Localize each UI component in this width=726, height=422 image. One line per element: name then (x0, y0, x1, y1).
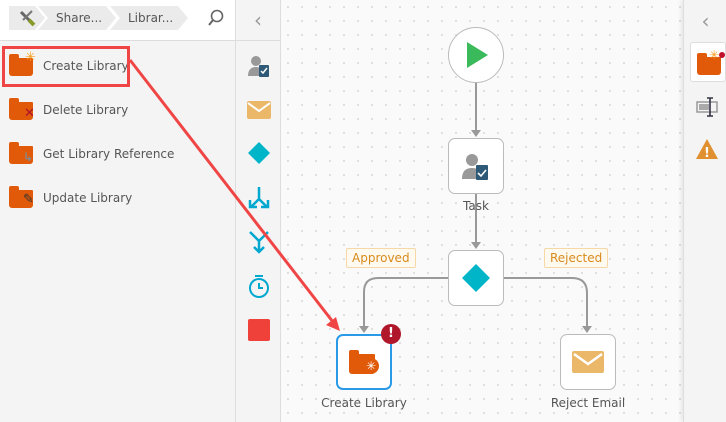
toolbox: ‹ (236, 0, 281, 422)
breadcrumb-item[interactable]: Share... (38, 6, 116, 30)
highlight-box (2, 46, 130, 87)
task-node-label: Task (463, 199, 489, 213)
actions-panel: Share... Librar... ✳ Create Library ✕ De… (0, 0, 236, 422)
branch-approved-label[interactable]: Approved (346, 248, 416, 268)
properties-icon: ✳ (697, 48, 725, 75)
create-library-icon: ✳ (9, 50, 36, 78)
action-delete-library[interactable]: ✕ Delete Library (0, 90, 236, 130)
email-icon (572, 351, 604, 373)
workflow-canvas[interactable]: Task Approved Rejected ✳ ! Create Librar… (281, 0, 683, 422)
breadcrumb: Share... Librar... (0, 0, 235, 41)
search-icon[interactable] (207, 9, 225, 30)
warning-symbol: ! (704, 146, 710, 160)
collapse-left-icon[interactable]: ‹ (236, 0, 280, 41)
warning-icon[interactable]: ! (695, 138, 719, 163)
tools-icon[interactable] (9, 6, 45, 30)
create-library-node-label: Create Library (321, 396, 407, 410)
start-node[interactable] (448, 27, 504, 83)
task-icon[interactable] (247, 54, 271, 78)
create-library-node[interactable]: ✳ (336, 334, 392, 390)
get-library-reference-icon: ↳ (9, 142, 35, 166)
reject-email-node[interactable] (560, 334, 616, 390)
action-label: Create Library (43, 59, 129, 73)
delete-library-icon: ✕ (9, 98, 35, 122)
decision-node[interactable] (448, 250, 504, 306)
task-node[interactable] (448, 138, 504, 194)
merge-icon[interactable] (247, 230, 271, 254)
email-icon[interactable] (247, 98, 271, 122)
stop-icon[interactable] (247, 318, 271, 342)
action-label: Get Library Reference (43, 147, 175, 161)
create-library-icon: ✳ (349, 348, 379, 376)
split-icon[interactable] (247, 186, 271, 210)
branch-rejected-label[interactable]: Rejected (544, 248, 609, 268)
breadcrumb-item[interactable]: Librar... (110, 6, 188, 30)
timer-icon[interactable] (247, 274, 271, 298)
action-label: Delete Library (43, 103, 129, 117)
action-create-library[interactable]: ✳ Create Library (0, 46, 236, 86)
action-update-library[interactable]: ✎ Update Library (0, 178, 236, 218)
right-panel: ‹ ✳ ! (683, 0, 726, 422)
collapse-right-icon[interactable]: ‹ (701, 8, 710, 33)
error-badge[interactable]: ! (381, 324, 401, 344)
update-library-icon: ✎ (9, 186, 35, 210)
rename-icon[interactable] (696, 96, 720, 121)
properties-tab[interactable]: ✳ (690, 42, 726, 82)
action-label: Update Library (43, 191, 133, 205)
reject-email-node-label: Reject Email (550, 396, 626, 410)
action-get-library-reference[interactable]: ↳ Get Library Reference (0, 134, 236, 174)
decision-icon[interactable] (247, 141, 271, 165)
